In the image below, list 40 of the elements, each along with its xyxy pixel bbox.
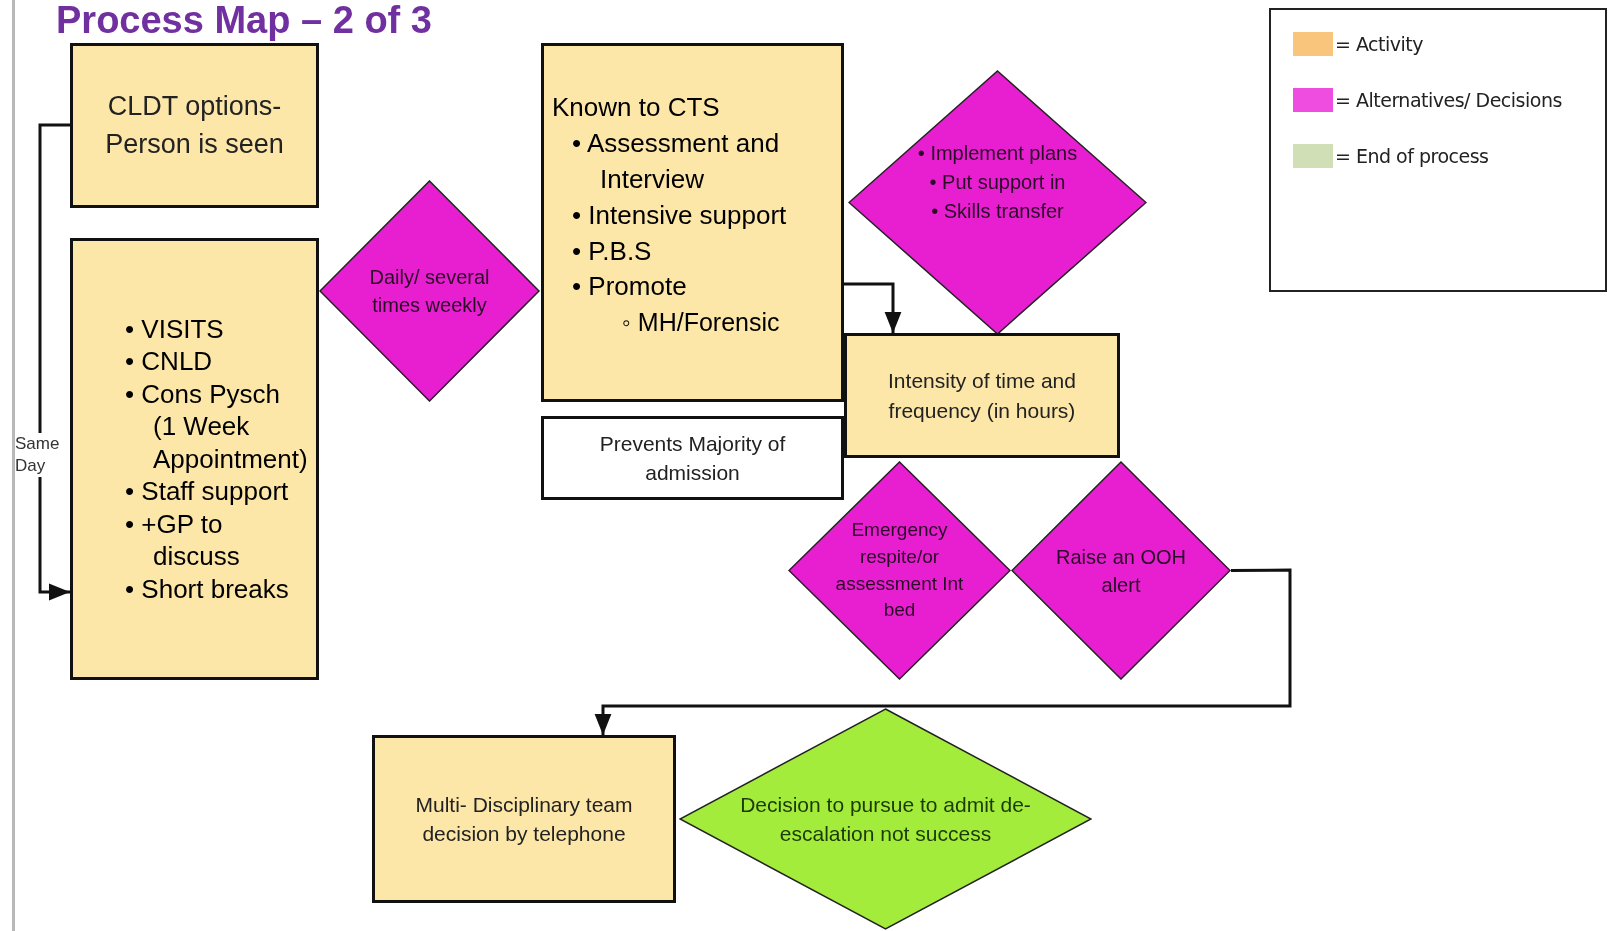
node-text: Multi- Disciplinary team decision by telephone (414, 791, 634, 847)
diagram-title: Process Map – 2 of 3 (56, 0, 432, 42)
list-item: ◦ MH/Forensic (622, 307, 781, 339)
process-box (541, 43, 844, 402)
list-item: • Skills transfer (930, 199, 1065, 224)
list-item: • Put support in (928, 170, 1067, 195)
decision-diamond (788, 461, 1011, 680)
process-box (70, 43, 319, 208)
node-text: Decision to pursue to admit de-escalation not success (739, 791, 1032, 847)
legend-text: = Activity (1335, 31, 1423, 57)
list-item: • VISITS (125, 312, 225, 346)
list-item: • Staff support (125, 475, 290, 508)
node-text: Raise an OOH alert (1054, 544, 1188, 598)
connector-arrow (594, 568, 1292, 735)
connector-arrow (38, 123, 70, 601)
node-text: Daily/ several times weekly (368, 265, 491, 318)
list-item: • Assessment and Interview (572, 126, 781, 196)
connector-arrow (844, 282, 902, 333)
legend-text: = Alternatives/ Decisions (1335, 87, 1562, 113)
list-item: • +GP to discuss (125, 507, 241, 573)
box-heading: Known to CTS (552, 91, 721, 124)
process-box (844, 333, 1120, 458)
process-box (541, 416, 844, 500)
list-item: • P.B.S (572, 234, 653, 268)
node-text: Emergency respite/or assessment Int bed (834, 518, 965, 623)
decision-diamond (679, 708, 1092, 930)
process-box (70, 238, 319, 680)
list-item: • Short breaks (125, 572, 290, 606)
list-item: • Cons Pysch (1 Week Appointment) (125, 377, 308, 476)
process-box (372, 735, 676, 903)
node-text: CLDT options- Person is seen (104, 89, 285, 161)
list-item: • Implement plans (917, 141, 1078, 166)
legend-text: = End of process (1335, 143, 1489, 169)
list-item: • Promote (572, 270, 688, 304)
node-text: Prevents Majority of admission (598, 430, 787, 486)
decision-diamond (1011, 461, 1231, 680)
list-item: • CNLD (125, 345, 214, 378)
decision-diamond (848, 70, 1147, 335)
list-item: • Intensive support (572, 198, 788, 232)
node-text: Intensity of time and frequency (in hours) (887, 368, 1077, 424)
